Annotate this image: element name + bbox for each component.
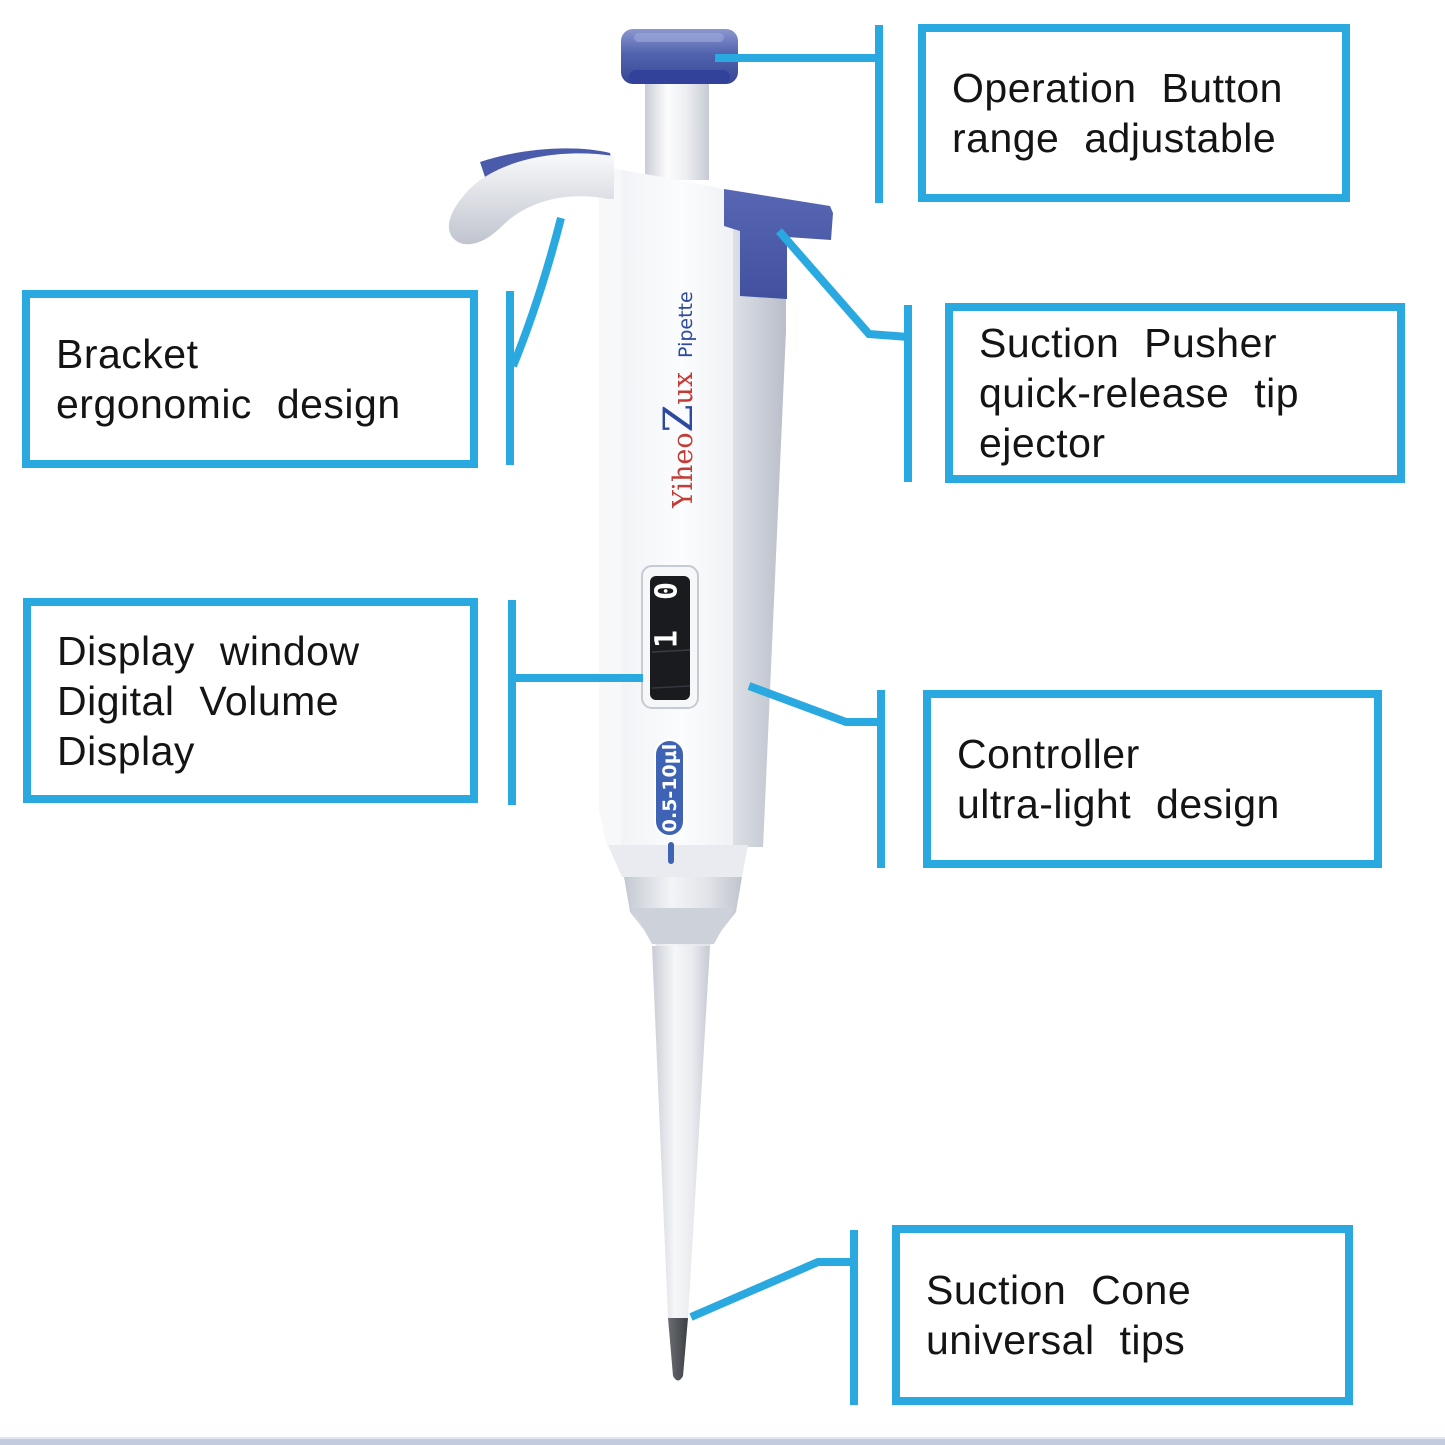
knob-highlight <box>634 33 724 42</box>
pipette-tip <box>668 1318 688 1381</box>
callout-subtitle: Display <box>57 727 195 774</box>
callout-title: Suction Cone <box>926 1267 1192 1313</box>
leader-controller <box>747 682 885 868</box>
volume-tick <box>668 842 674 864</box>
footer-strip <box>0 1439 1445 1445</box>
callout-title: Display window <box>57 627 360 674</box>
callout-bracket: Bracket ergonomic design <box>22 290 478 468</box>
callout-suction-cone: Suction Cone universal tips <box>892 1225 1353 1405</box>
collar-taper-shade <box>632 908 734 944</box>
leader-display-window <box>508 600 643 805</box>
callout-subtitle: ultra-light design <box>957 781 1280 827</box>
display-value: 1 0 <box>650 576 685 648</box>
display-window-screen <box>650 576 690 700</box>
brand-yiheo: Yiheo <box>668 432 699 509</box>
leader-operation-button <box>715 25 883 203</box>
brand-ux: ux <box>668 372 699 405</box>
display-wheel-line <box>651 685 691 689</box>
callout-subtitle: ejector <box>979 420 1106 466</box>
callout-subtitle: range adjustable <box>952 115 1277 161</box>
callout-display-window: Display window Digital Volume Display <box>23 598 478 803</box>
callout-subtitle: quick-release tip <box>979 370 1300 416</box>
footer-strip-highlight <box>0 1437 1445 1439</box>
volume-range-pill <box>654 739 685 837</box>
callout-subtitle: universal tips <box>926 1317 1186 1363</box>
display-wheel-line <box>651 649 691 653</box>
body-bottom-bevel <box>608 845 748 877</box>
callout-controller: Controller ultra-light design <box>923 690 1382 868</box>
volume-range-label: 0.5-10µl <box>659 744 681 832</box>
leader-suction-cone <box>689 1230 858 1405</box>
bracket-hook <box>448 153 614 245</box>
callout-operation-button: Operation Button range adjustable <box>918 24 1350 202</box>
leader-lines <box>506 25 912 1405</box>
suction-cone-shaft <box>652 946 710 1318</box>
brand-text: YiheoZux Pipette <box>656 291 702 509</box>
leader-suction-pusher <box>775 228 912 482</box>
callout-suction-pusher: Suction Pusher quick-release tip ejector <box>945 303 1405 483</box>
body-left-bevel <box>599 166 621 847</box>
callout-title: Operation Button <box>952 65 1283 111</box>
brand-pipette: Pipette <box>675 291 697 358</box>
callout-subtitle: ergonomic design <box>56 381 401 427</box>
body-side-face <box>733 192 786 847</box>
callout-title: Suction Pusher <box>979 320 1278 366</box>
plunger-shaft <box>645 76 709 180</box>
callout-subtitle: Digital Volume <box>57 677 340 724</box>
knob-lower-lip <box>629 70 730 84</box>
suction-pusher <box>724 189 833 299</box>
callout-title: Bracket <box>56 331 199 377</box>
leader-bracket <box>506 217 565 465</box>
brand-z: Z <box>656 405 702 433</box>
callout-title: Controller <box>957 731 1140 777</box>
